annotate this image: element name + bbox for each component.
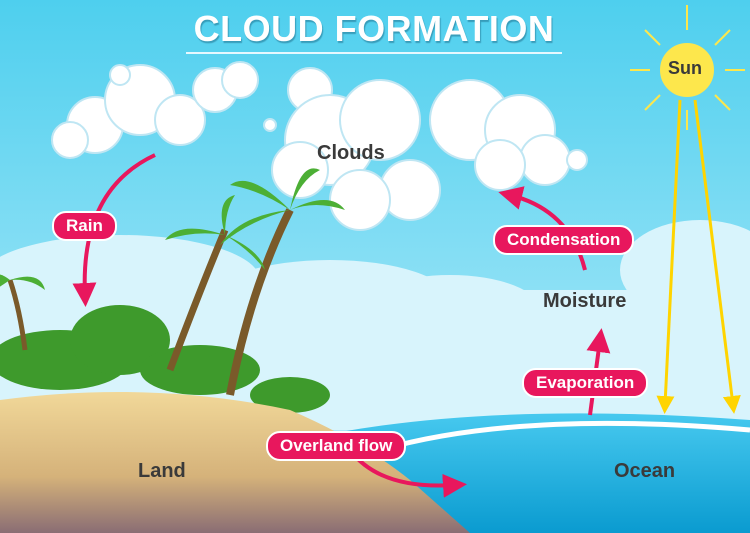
overland-flow-badge: Overland flow [266,431,407,461]
ocean-label: Ocean [614,460,676,482]
moisture-label: Moisture [543,290,627,312]
land [0,392,470,533]
sun-label: Sun [668,58,702,78]
sun-rays-arrows [656,99,741,414]
clouds [51,61,588,231]
bushes [0,305,330,413]
title-underline [186,52,562,54]
sun [630,5,745,130]
page-title: CLOUD FORMATION [193,8,555,49]
condensation-arrow [498,186,587,271]
clouds-label: Clouds [317,142,385,164]
palm-trees [0,168,345,396]
rain-arrow [72,153,156,307]
rain-badge: Rain [52,211,117,241]
land-label: Land [138,460,186,482]
condensation-badge: Condensation [493,225,635,255]
evaporation-badge: Evaporation [522,368,649,398]
